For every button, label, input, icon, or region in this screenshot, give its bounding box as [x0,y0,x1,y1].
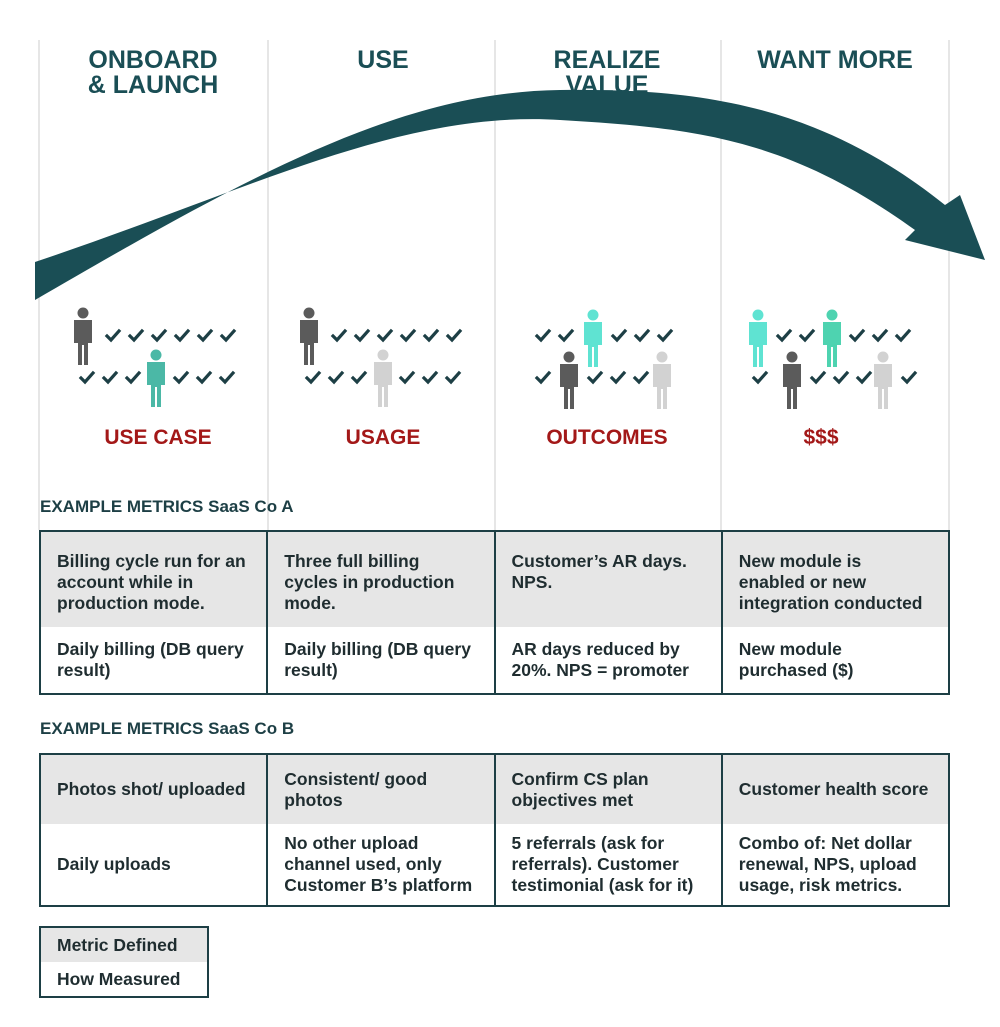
person-icon [823,309,841,367]
checkmark-icon [422,371,438,384]
checkmark-icon [220,329,236,342]
checkmark-icon [197,329,213,342]
checkmark-icon [535,329,551,342]
checkmark-icon [833,371,849,384]
checkmark-icon [377,329,393,342]
person-icon [874,351,892,409]
person-icon [653,351,671,409]
company-b-table: Photos shot/ uploaded Consistent/ good p… [38,753,951,907]
checkmark-icon [895,329,911,342]
table-cell: No other upload channel used, only Custo… [266,824,496,906]
person-icon [584,309,602,367]
person-icon [560,351,578,409]
checkmark-icon [102,371,118,384]
checkmark-icon [445,371,461,384]
checkmark-icon [196,371,212,384]
table-cell: Consistent/ good photos [266,754,496,824]
checkmark-icon [174,329,190,342]
checkmark-icon [400,329,416,342]
table-cell: Daily billing (DB query result) [38,627,269,694]
person-icon [300,307,318,365]
checkmark-icon [776,329,792,342]
company-a-table: Billing cycle run for an account while i… [38,530,951,695]
table-cell: New module is enabled or new integration… [720,531,951,627]
checkmark-icon [856,371,872,384]
checkmark-icon [79,371,95,384]
checkmark-icon [849,329,865,342]
company-b-title: EXAMPLE METRICS SaaS Co B [40,719,295,738]
checkmark-icon [799,329,815,342]
table-cell: Combo of: Net dollar renewal, NPS, uploa… [720,824,951,906]
how-measured-row: Daily billing (DB query result) Daily bi… [38,627,951,694]
column-divider [948,40,950,530]
checkmark-icon [587,371,603,384]
checkmark-icon [219,371,235,384]
checkmark-icon [634,329,650,342]
table-cell: Photos shot/ uploaded [38,754,269,824]
checkmark-icon [611,329,627,342]
column-divider [494,40,496,530]
checkmark-icon [423,329,439,342]
checkmark-icon [610,371,626,384]
stage-label-revenue: $$$ [803,426,839,449]
checkmark-icon [331,329,347,342]
checkmark-icon [328,371,344,384]
checkmark-icon [901,371,917,384]
checkmark-icon [305,371,321,384]
checkmark-icon [558,329,574,342]
column-divider [267,40,269,530]
metric-defined-row: Billing cycle run for an account while i… [38,531,951,627]
checkmark-icon [128,329,144,342]
checkmark-icon [752,371,768,384]
table-cell: Customer health score [720,754,951,824]
how-measured-row: Daily uploads No other upload channel us… [38,824,951,906]
checkmark-icon [810,371,826,384]
person-icon [783,351,801,409]
journey-graphic [35,89,985,409]
checkmark-icon [173,371,189,384]
person-icon [374,349,392,407]
table-cell: Confirm CS plan objectives met [493,754,723,824]
checkmark-icon [633,371,649,384]
checkmark-icon [399,371,415,384]
legend: Metric Defined How Measured [39,926,209,998]
table-cell: Customer’s AR days. NPS. [493,531,723,627]
person-icon [147,349,165,407]
table-cell: New module purchased ($) [720,627,951,694]
table-cell: Billing cycle run for an account while i… [38,531,269,627]
checkmark-icon [151,329,167,342]
checkmark-icon [105,329,121,342]
company-a-title: EXAMPLE METRICS SaaS Co A [40,497,294,516]
checkmark-icon [535,371,551,384]
table-cell: Three full billing cycles in production … [266,531,496,627]
stage-title-use: USE [357,46,409,74]
checkmark-icon [657,329,673,342]
stage-label-outcomes: OUTCOMES [546,426,668,449]
stage-label-usage: USAGE [345,426,421,449]
checkmark-icon [351,371,367,384]
table-cell: 5 referrals (ask for referrals). Custome… [493,824,723,906]
table-cell: Daily uploads [38,824,269,906]
checkmark-icon [872,329,888,342]
stage-label-use-case: USE CASE [104,426,212,449]
column-divider [720,40,722,530]
table-cell: AR days reduced by 20%. NPS = promoter [493,627,723,694]
checkmark-icon [354,329,370,342]
person-icon [74,307,92,365]
checkmark-icon [125,371,141,384]
metric-defined-row: Photos shot/ uploaded Consistent/ good p… [38,754,951,824]
checkmark-icon [446,329,462,342]
stage-title-onboard: ONBOARD& LAUNCH [87,46,219,99]
table-cell: Daily billing (DB query result) [266,627,496,694]
stage-title-want-more: WANT MORE [757,46,913,74]
person-icon [749,309,767,367]
legend-how-measured: How Measured [57,969,181,989]
legend-metric-defined: Metric Defined [41,928,207,962]
curved-arrow-icon [35,89,985,301]
